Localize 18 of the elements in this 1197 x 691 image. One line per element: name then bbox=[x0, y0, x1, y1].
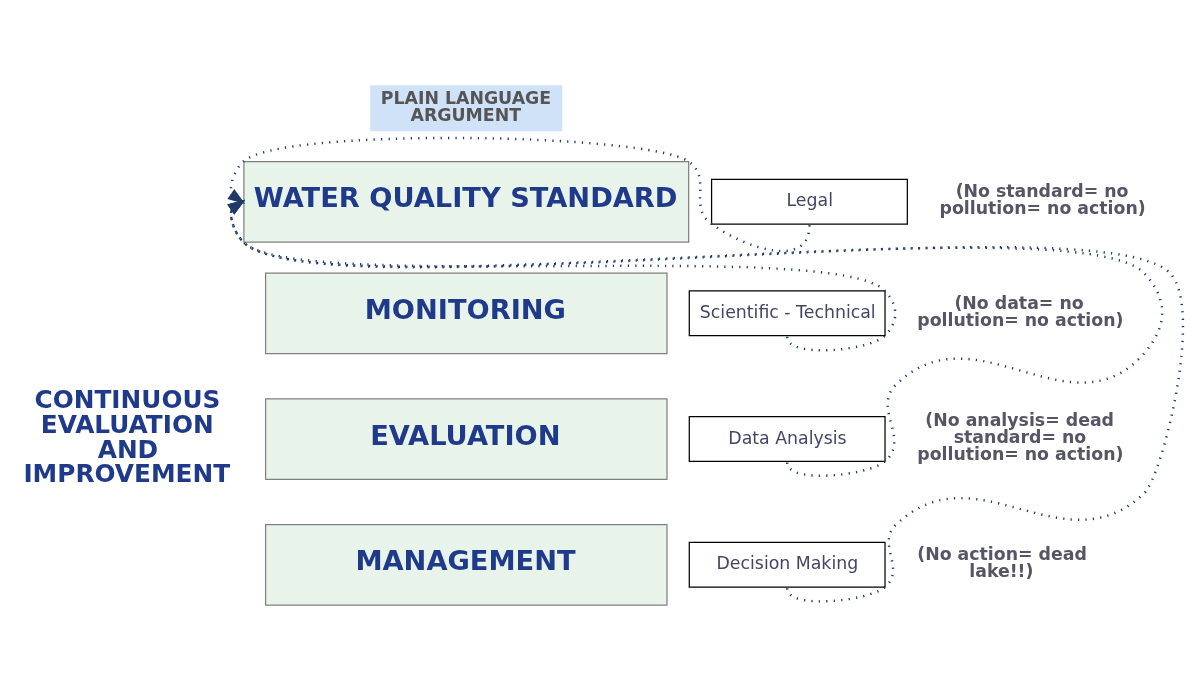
node-box: MONITORING bbox=[264, 272, 668, 355]
node-box: Data Analysis bbox=[688, 416, 886, 462]
node-label: (No analysis= dead standard= no pollution= no action) bbox=[917, 409, 1124, 465]
node-box: WATER QUALITY STANDARD bbox=[243, 160, 690, 243]
node-box: MANAGEMENT bbox=[264, 523, 668, 606]
node-box: EVALUATION bbox=[264, 398, 668, 480]
node-label: (No data= no pollution= no action) bbox=[917, 292, 1124, 330]
arrow bbox=[227, 199, 1184, 603]
node-label: (No action= dead lake!!) bbox=[917, 544, 1087, 582]
node-box: Legal bbox=[710, 178, 908, 225]
node-box: Scientific - Technical bbox=[688, 290, 886, 337]
node-box: PLAIN LANGUAGE ARGUMENT bbox=[370, 85, 563, 132]
arrow bbox=[227, 199, 897, 352]
arrow bbox=[227, 199, 1164, 477]
label: CONTINUOUS EVALUATION AND IMPROVEMENT bbox=[23, 385, 231, 489]
node-box: Decision Making bbox=[688, 541, 886, 588]
node-label: (No standard= no pollution= no action) bbox=[939, 181, 1146, 219]
arrow bbox=[227, 136, 811, 253]
